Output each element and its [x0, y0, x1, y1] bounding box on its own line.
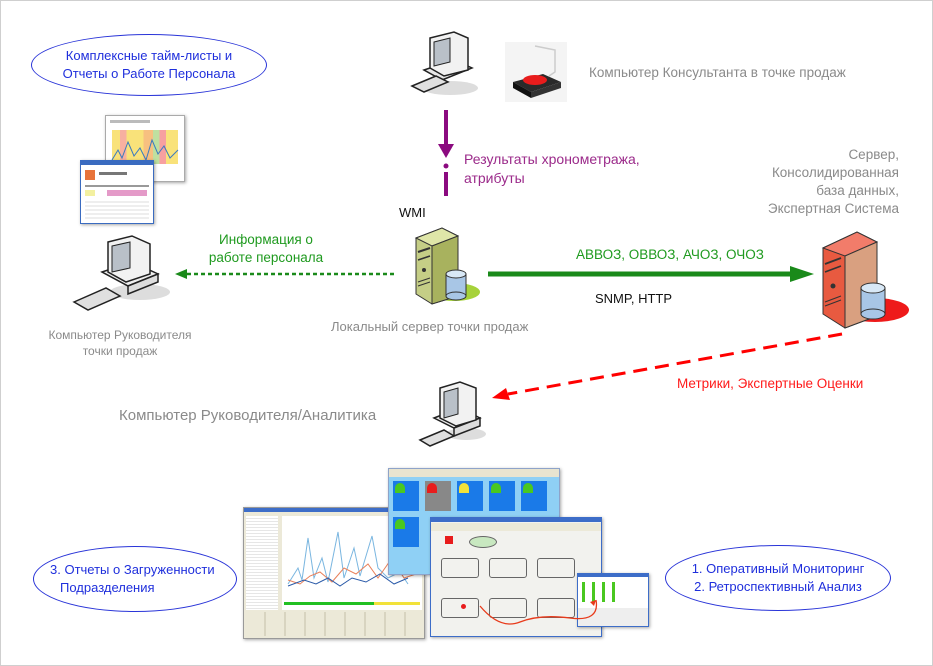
callout-load-reports-line-2: Подразделения — [60, 580, 155, 595]
central-server-label-line-2: Консолидированная — [771, 165, 899, 180]
store-manager-pc-label-line-2: точки продаж — [82, 344, 158, 358]
central-server-label-line-1: Сервер, — [848, 147, 899, 162]
callout-monitoring-line-1: 1. Оперативный Мониторинг — [691, 561, 865, 576]
edge-central-to-analyst-label: Метрики, Экспертные Оценки — [677, 376, 864, 391]
edge-local-to-central-label: АВВОЗ, ОВВОЗ, АЧОЗ, ОЧОЗ — [576, 247, 764, 262]
callout-timesheets: Комплексные тайм-листы и Отчеты о Работе… — [31, 34, 267, 96]
callout-load-reports-line-1: 3. Отчеты о Загруженности — [50, 562, 215, 577]
store-manager-pc-label: Компьютер Руководителя точки продаж — [40, 327, 200, 359]
red-button-icon — [513, 45, 561, 98]
edge-local-to-manager-arrow — [175, 269, 397, 279]
screenshot-link-arrow — [479, 599, 598, 625]
timing-button-device — [505, 42, 567, 102]
edge-consultant-to-local-arrow — [438, 110, 454, 196]
store-manager-pc-label-line-1: Компьютер Руководителя — [48, 328, 192, 342]
local-server-icon — [414, 227, 480, 305]
local-server-label: Локальный сервер точки продаж — [331, 319, 529, 334]
edge-local-to-manager-label: Информация о работе персонала — [196, 231, 336, 267]
app-screenshots-collage — [240, 465, 660, 645]
report-chart-lines — [111, 138, 179, 162]
edge-central-to-analyst-arrow — [492, 332, 843, 400]
consultant-pc-icon — [410, 31, 478, 95]
analyst-pc-label: Компьютер Руководителя/Аналитика — [119, 407, 377, 424]
protocol-snmp-http-label: SNMP, HTTP — [595, 291, 673, 306]
screenshot-small-window — [577, 573, 649, 627]
central-server-label-line-3: база данных, — [816, 183, 899, 198]
screenshot-process-tree — [430, 517, 602, 637]
edge-local-to-manager-label-line-1: Информация о — [219, 232, 313, 247]
central-server-icon — [821, 231, 909, 329]
report-table-thumbnail — [80, 160, 154, 224]
edge-consultant-to-local-label-line-2: атрибуты — [464, 170, 525, 186]
protocol-wmi-label: WMI — [399, 205, 426, 220]
central-server-label: Сервер, Консолидированная база данных, Э… — [768, 146, 899, 218]
callout-load-reports: 3. Отчеты о Загруженности Подразделения — [33, 546, 237, 612]
store-manager-pc-icon — [72, 235, 170, 311]
callout-timesheets-line-2: Отчеты о Работе Персонала — [62, 66, 236, 81]
timesheet-reports-thumbnail — [80, 115, 190, 225]
edge-local-to-central-arrow — [488, 266, 814, 282]
edge-consultant-to-local-label: Результаты хронометража, атрибуты — [464, 150, 640, 188]
central-server-label-line-4: Экспертная Система — [767, 201, 899, 216]
callout-monitoring: 1. Оперативный Мониторинг 2. Ретроспекти… — [665, 545, 891, 611]
edge-consultant-to-local-label-line-1: Результаты хронометража, — [464, 151, 640, 167]
analyst-pc-icon — [418, 381, 486, 447]
consultant-pc-label: Компьютер Консультанта в точке продаж — [589, 65, 846, 80]
callout-timesheets-line-1: Комплексные тайм-листы и — [65, 48, 233, 63]
edge-local-to-manager-label-line-2: работе персонала — [208, 250, 324, 265]
callout-monitoring-line-2: 2. Ретроспективный Анализ — [694, 579, 862, 594]
